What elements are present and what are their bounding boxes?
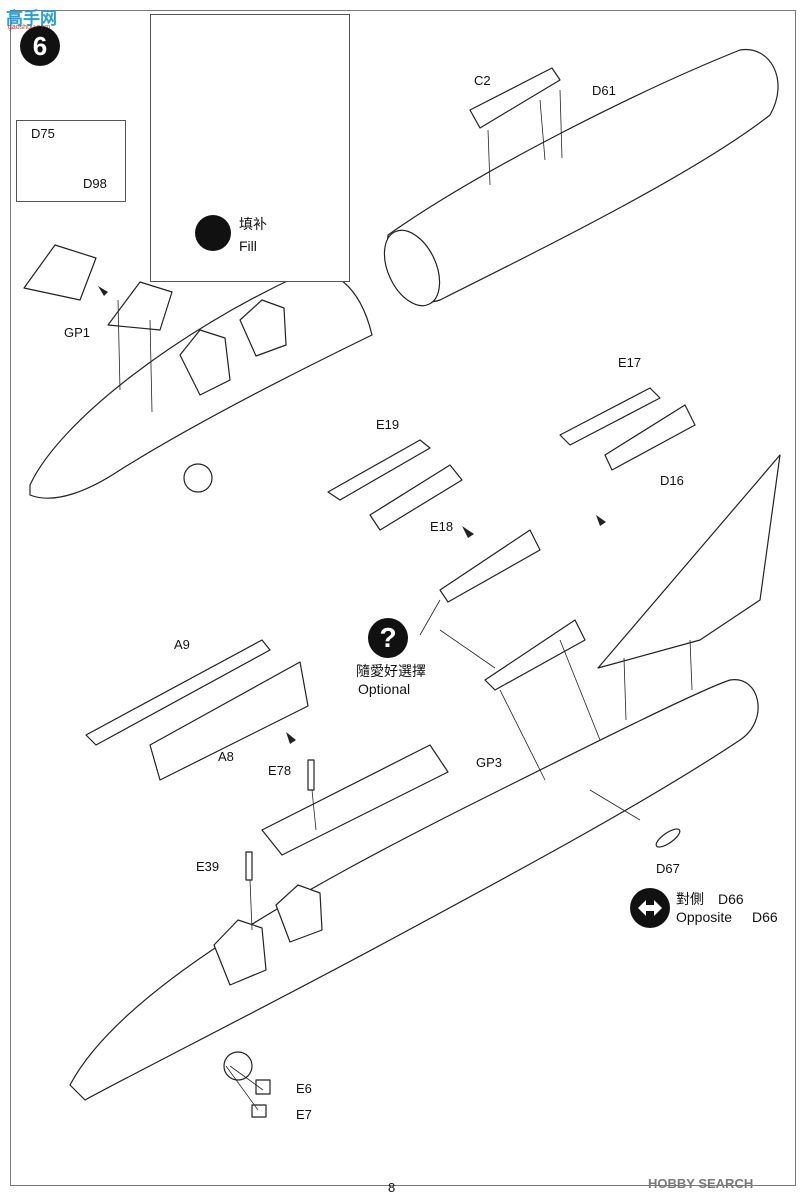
arrow-e18 [462,526,474,538]
optional-label-en: Optional [358,681,411,697]
optional-panel-b [484,619,586,691]
page-frame [10,10,796,1186]
optional-label-zh: 隨愛好選擇 [356,663,426,679]
opposite-part-2: D66 [752,909,778,925]
optional-panel-a [439,529,541,603]
e6-part [255,1079,271,1095]
front-canopy [107,281,173,331]
a8-panel [149,661,309,781]
label-d67: D67 [656,861,680,876]
hobby-search-logo: HOBBY SEARCH [648,1176,754,1191]
arrow-a8 [286,732,296,744]
e19-panel [327,439,431,501]
step-number-badge: 6 [20,26,60,66]
label-d61: D61 [592,83,616,98]
d75-d98-detail-box: D75 D98 [16,120,126,202]
upper-rear-fuselage-opening [383,229,441,307]
optional-question-icon: ? [368,618,408,658]
e17-panel [559,387,661,446]
watermark-url: gaoshou.com [8,24,51,31]
e7-part [251,1104,267,1118]
fill-symbol-icon [195,215,231,251]
d67-part [655,828,681,848]
arrow-d16 [596,515,606,526]
e39-part [245,851,253,881]
a9-panel [85,639,271,746]
label-e39: E39 [196,859,220,874]
label-e7: E7 [296,1107,312,1122]
upper-nose-wheel [183,463,213,493]
fill-detail-inset: 填补 Fill [150,14,350,282]
lower-canopy-section [261,744,449,856]
label-e19: E19 [376,417,400,432]
label-a8: A8 [218,749,234,764]
label-d98: D98 [83,176,107,191]
d16-panel [604,404,696,471]
opposite-part-1: D66 [718,891,744,907]
label-a9: A9 [174,637,190,652]
upper-ejection-seats [179,299,287,396]
label-c2: C2 [474,73,491,88]
label-gp3: GP3 [476,755,503,770]
label-e78: E78 [268,763,292,778]
e18-panel [369,464,463,531]
upper-rear-fuselage [387,48,779,303]
label-e18: E18 [430,519,454,534]
lower-nose-wheel [223,1051,253,1081]
opposite-label-zh: 對側 [676,891,704,907]
label-e17: E17 [618,355,642,370]
opposite-double-arrow-icon [630,888,670,928]
arrow-gp1 [98,286,108,296]
e78-part [307,759,315,791]
opposite-label-en: Opposite [676,909,733,925]
label-gp1: GP1 [64,325,91,340]
vertical-tail [597,454,781,669]
watermark-logo: 高手网 [6,9,57,28]
label-e6: E6 [296,1081,312,1096]
label-d16: D16 [660,473,684,488]
gp1-canopy [23,244,97,301]
c2-panel [469,67,561,129]
lower-ejection-seats [213,884,323,986]
fill-label-zh: 填补 [239,216,267,232]
fill-label-en: Fill [239,238,257,254]
label-d75: D75 [31,126,55,141]
lower-full-fuselage [69,679,759,1101]
page-number: 8 [388,1180,396,1195]
